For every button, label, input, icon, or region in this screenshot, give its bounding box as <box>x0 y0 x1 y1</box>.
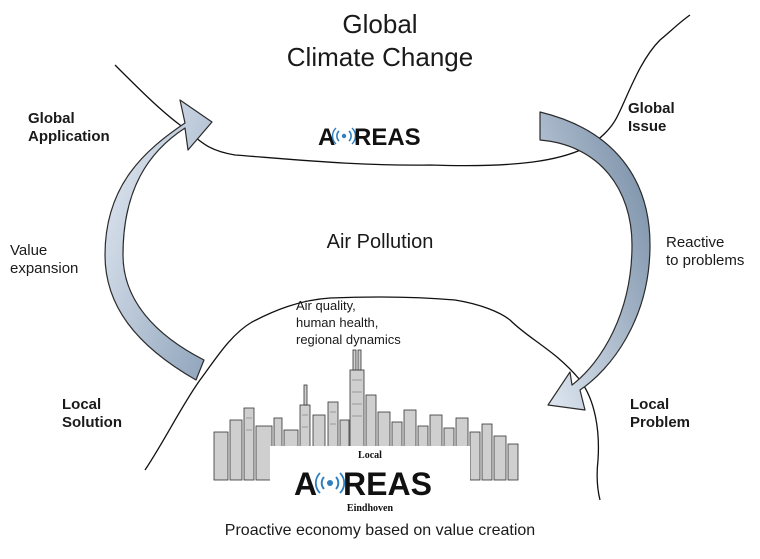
local-topics-text: Air quality, human health, regional dyna… <box>296 298 401 347</box>
diagram-title: Global Climate Change <box>286 9 474 72</box>
top-logo-prefix: A <box>318 124 335 151</box>
skyline-windows <box>246 379 362 431</box>
label-local-problem: Local Problem <box>630 396 691 431</box>
bottom-logo-panel <box>270 446 470 516</box>
footer-caption: Proactive economy based on value creatio… <box>224 522 536 539</box>
signal-waves-icon <box>331 127 357 145</box>
signal-waves-icon <box>314 472 346 494</box>
center-label: Air Pollution <box>326 231 434 253</box>
label-global-application: Global Application <box>28 110 110 145</box>
bottom-logo-top-text: Local <box>358 450 382 461</box>
label-reactive: Reactive to problems <box>666 234 745 269</box>
bottom-logo-prefix: A <box>294 466 317 502</box>
label-value-expansion: Value expansion <box>10 242 79 277</box>
bottom-logo-suffix: REAS <box>343 466 432 502</box>
left-curved-arrow <box>104 99 213 381</box>
bottom-logo-bottom-text: Eindhoven <box>347 503 394 514</box>
right-curved-arrow <box>539 111 651 411</box>
label-local-solution: Local Solution <box>62 396 122 431</box>
local-boundary-line <box>144 296 601 501</box>
top-logo-suffix: REAS <box>354 124 421 151</box>
label-global-issue: Global Issue <box>628 100 675 135</box>
